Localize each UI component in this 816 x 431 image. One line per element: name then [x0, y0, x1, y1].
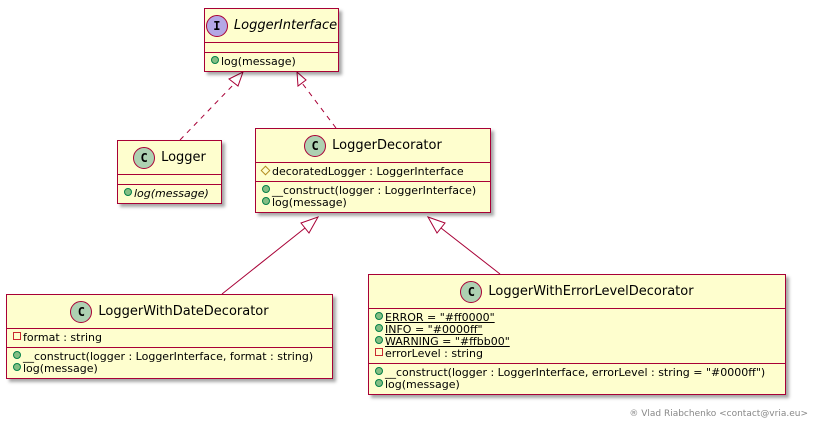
method-text: log(message)	[23, 362, 98, 375]
field-row: errorLevel : string	[375, 348, 779, 360]
constant-text: ERROR = "#ff0000"	[385, 311, 495, 324]
class-logger-decorator: C LoggerDecorator decoratedLogger : Logg…	[255, 128, 491, 213]
class-header: C LoggerWithDateDecorator	[7, 295, 332, 329]
field-row: decoratedLogger : LoggerInterface	[262, 166, 484, 178]
method-text: __construct(logger : LoggerInterface)	[272, 184, 477, 197]
fields-section: ERROR = "#ff0000" INFO = "#0000ff" WARNI…	[369, 309, 785, 364]
realization-logger-to-interface	[179, 81, 237, 141]
method-text: log(message)	[272, 196, 347, 209]
method-row: log(message)	[211, 56, 332, 68]
public-visibility-icon	[13, 351, 23, 363]
method-row: __construct(logger : LoggerInterface)	[262, 185, 484, 197]
class-name: Logger	[161, 150, 206, 165]
class-logger: C Logger log(message)	[117, 140, 222, 204]
class-logger-interface: I LoggerInterface log(message)	[204, 8, 339, 72]
methods-section: __construct(logger : LoggerInterface, fo…	[7, 348, 332, 378]
copyright-notice: ® Vlad Riabchenko <contact@vria.eu>	[629, 409, 808, 419]
methods-section: log(message)	[118, 185, 221, 203]
public-visibility-icon	[375, 336, 385, 348]
class-logger-with-error-level-decorator: C LoggerWithErrorLevelDecorator ERROR = …	[368, 274, 786, 395]
realization-arrowhead-logger	[228, 70, 244, 87]
public-visibility-icon	[375, 379, 385, 391]
public-visibility-icon	[124, 188, 134, 200]
protected-visibility-icon	[262, 166, 272, 178]
fields-section: format : string	[7, 329, 332, 348]
public-visibility-icon	[262, 185, 272, 197]
fields-section	[205, 43, 338, 53]
method-row: __construct(logger : LoggerInterface, fo…	[13, 351, 326, 363]
inheritance-error-to-decorator	[440, 227, 501, 275]
class-badge-icon: C	[70, 300, 93, 323]
methods-section: __construct(logger : LoggerInterface, er…	[369, 364, 785, 394]
class-name: LoggerWithDateDecorator	[98, 304, 269, 319]
field-text: errorLevel : string	[385, 347, 483, 360]
realization-arrowhead-decorator	[296, 70, 307, 87]
field-row: format : string	[13, 332, 326, 344]
public-visibility-icon	[375, 312, 385, 324]
class-badge-icon: C	[460, 280, 483, 303]
method-row: log(message)	[375, 379, 779, 391]
fields-section: decoratedLogger : LoggerInterface	[256, 163, 490, 182]
class-badge-icon: C	[304, 134, 327, 157]
public-visibility-icon	[13, 363, 23, 375]
method-row: log(message)	[124, 188, 215, 200]
interface-badge-icon: I	[205, 14, 228, 37]
method-row: log(message)	[13, 363, 326, 375]
method-row: __construct(logger : LoggerInterface, er…	[375, 367, 779, 379]
class-header: I LoggerInterface	[205, 9, 338, 43]
inheritance-arrowhead-error	[426, 216, 446, 234]
inheritance-date-to-decorator	[221, 227, 306, 295]
methods-section: __construct(logger : LoggerInterface) lo…	[256, 182, 490, 212]
private-visibility-icon	[13, 332, 23, 344]
constant-row: ERROR = "#ff0000"	[375, 312, 779, 324]
private-visibility-icon	[375, 348, 385, 360]
constant-text: WARNING = "#ffbb00"	[385, 335, 510, 348]
method-text: log(message)	[385, 378, 460, 391]
field-text: decoratedLogger : LoggerInterface	[272, 165, 464, 178]
class-name: LoggerDecorator	[332, 138, 442, 153]
class-badge-icon: C	[133, 146, 156, 169]
field-text: format : string	[23, 331, 102, 344]
class-header: C Logger	[118, 141, 221, 175]
public-visibility-icon	[375, 324, 385, 336]
class-name: LoggerInterface	[233, 18, 338, 33]
method-row: log(message)	[262, 197, 484, 209]
inheritance-arrowhead-date	[300, 216, 320, 234]
method-text: __construct(logger : LoggerInterface, fo…	[23, 350, 314, 363]
class-logger-with-date-decorator: C LoggerWithDateDecorator format : strin…	[6, 294, 333, 379]
fields-section	[118, 175, 221, 185]
constant-row: WARNING = "#ffbb00"	[375, 336, 779, 348]
class-header: C LoggerDecorator	[256, 129, 490, 163]
method-text: log(message)	[221, 55, 296, 68]
constant-text: INFO = "#0000ff"	[385, 323, 483, 336]
public-visibility-icon	[262, 197, 272, 209]
public-visibility-icon	[211, 56, 221, 68]
method-text: log(message)	[134, 187, 209, 200]
class-header: C LoggerWithErrorLevelDecorator	[369, 275, 785, 309]
realization-decorator-to-interface	[301, 82, 337, 129]
public-visibility-icon	[375, 367, 385, 379]
method-text: __construct(logger : LoggerInterface, er…	[385, 366, 766, 379]
class-name: LoggerWithErrorLevelDecorator	[488, 284, 694, 299]
methods-section: log(message)	[205, 53, 338, 71]
constant-row: INFO = "#0000ff"	[375, 324, 779, 336]
